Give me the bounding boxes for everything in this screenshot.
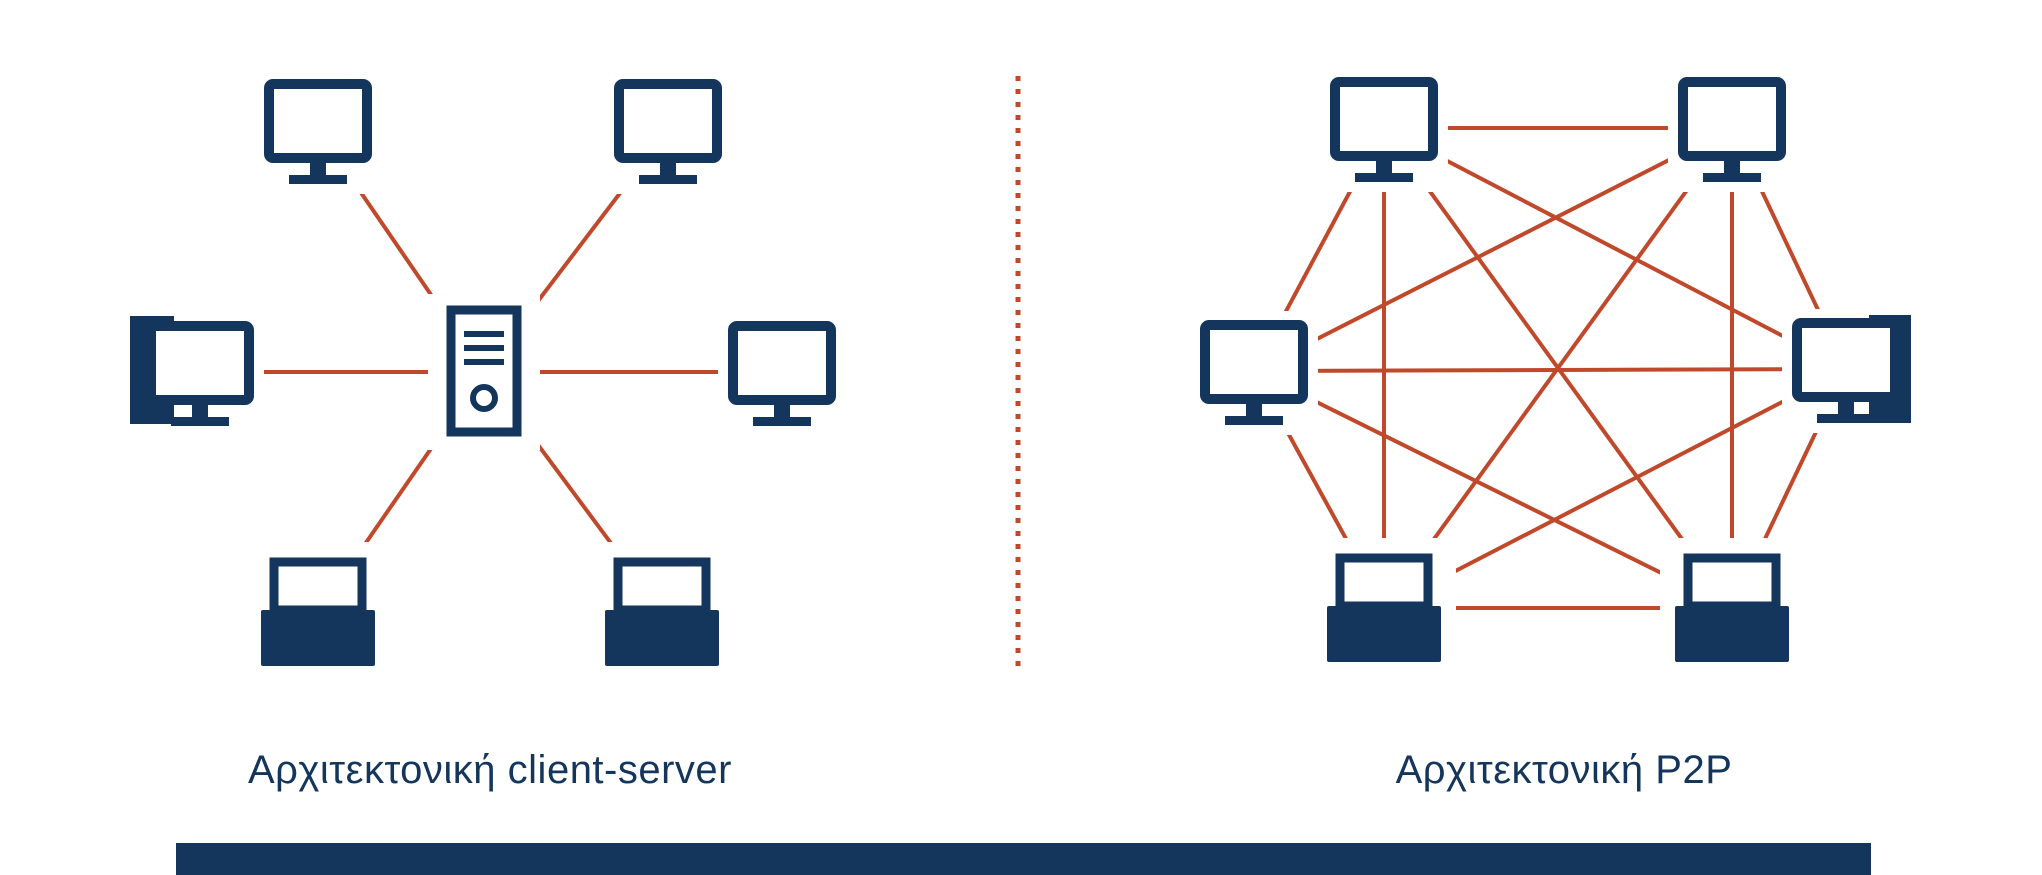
server-icon bbox=[446, 305, 522, 437]
laptop-icon bbox=[1675, 553, 1789, 662]
monitor-icon bbox=[1330, 77, 1438, 182]
monitor-icon bbox=[728, 321, 836, 426]
monitor-icon bbox=[264, 79, 372, 184]
client-server-label: Αρχιτεκτονική client-server bbox=[247, 748, 733, 792]
connection-line bbox=[1253, 369, 1733, 610]
p2p-label: Αρχιτεκτονική P2P bbox=[1395, 748, 1733, 792]
connection-line bbox=[1383, 367, 1847, 610]
p2p-connections bbox=[1252, 126, 1848, 610]
monitor-icon bbox=[1200, 320, 1308, 425]
bottom-accent-bar bbox=[176, 843, 1871, 875]
connection-line bbox=[1253, 126, 1733, 373]
monitor-icon bbox=[146, 321, 254, 426]
laptop-icon bbox=[261, 557, 375, 666]
laptop-icon bbox=[605, 557, 719, 666]
connection-line bbox=[1253, 367, 1847, 373]
monitor-icon bbox=[614, 79, 722, 184]
laptop-icon bbox=[1327, 553, 1441, 662]
connection-line bbox=[1383, 126, 1847, 371]
monitor-icon bbox=[1792, 318, 1900, 423]
monitor-icon bbox=[1678, 77, 1786, 182]
